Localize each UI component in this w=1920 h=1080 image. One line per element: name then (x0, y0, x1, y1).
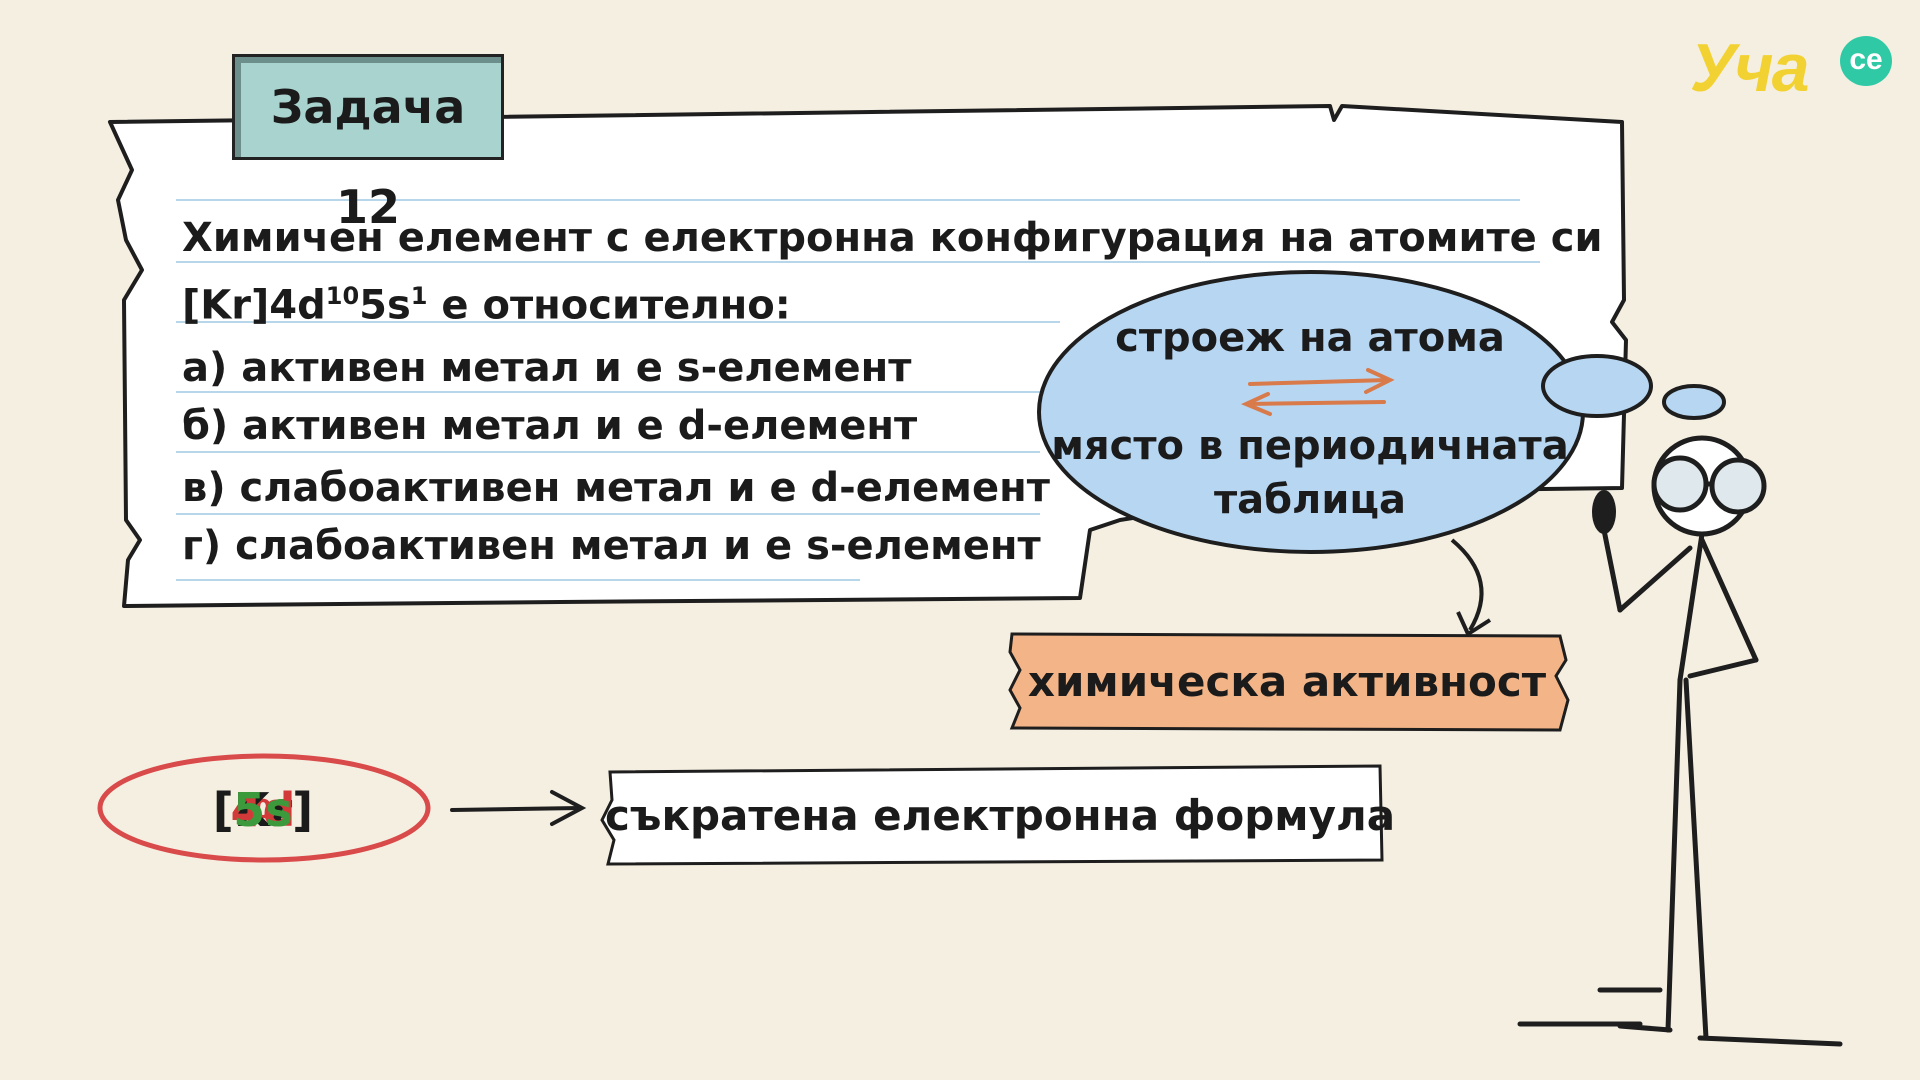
uchase-logo: Уча се (1690, 28, 1892, 108)
logo-badge: се (1840, 36, 1892, 86)
q-formula-prefix: [Kr]4d (182, 282, 326, 329)
q-formula-mid: 5s (359, 282, 411, 329)
thought-bubble-tiny (1662, 384, 1726, 420)
short-formula-label: съкратена електронна формула (605, 770, 1396, 862)
q-sup-1: 1 (410, 282, 428, 310)
right-arrow-icon (450, 790, 587, 826)
short-label-shape (600, 764, 1384, 866)
q-sup-10: 10 (325, 282, 360, 310)
task-label: Задача 12 (270, 80, 466, 234)
formula-ellipse (97, 753, 431, 863)
formula-d-sup: 10 (235, 795, 273, 825)
short-formula-text: съкратена електронна формула (605, 791, 1396, 840)
question-line-2: [Kr]4d105s1 е относително: (182, 270, 1602, 331)
double-arrow-icon (1240, 368, 1395, 416)
task-tag: Задача 12 (232, 54, 504, 234)
formula-prefix: [Kr] (212, 783, 314, 837)
stick-figure (1517, 435, 1843, 1047)
thought-bubble-small (1541, 354, 1653, 418)
bubble-bottom-text-1: място в периодичната (1051, 423, 1569, 469)
option-a: а) активен метал и е s-елемент (182, 345, 912, 391)
formula-s-sup: 1 (272, 795, 291, 825)
option-b: б) активен метал и е d-елемент (182, 403, 918, 449)
curved-arrow-icon (1450, 538, 1484, 632)
chemical-activity-text: химическа активност (1027, 657, 1547, 706)
bubble-bottom-text-2: таблица (1213, 477, 1407, 523)
formula-s-part: 5s (233, 783, 293, 837)
bubble-top-text: строеж на атома (1115, 315, 1505, 361)
orange-label-shape (1008, 632, 1570, 732)
logo-word: Уча (1690, 30, 1810, 106)
option-c: в) слабоактивен метал и е d-елемент (182, 465, 1050, 511)
option-d: г) слабоактивен метал и е s-елемент (182, 523, 1041, 569)
formula-d-part: 4d (230, 783, 296, 837)
question-line-1: Химичен елемент с електронна конфигураци… (182, 215, 1603, 261)
chemical-activity-label: химическа активност (1012, 632, 1562, 732)
q-suffix: е относително: (427, 282, 791, 329)
